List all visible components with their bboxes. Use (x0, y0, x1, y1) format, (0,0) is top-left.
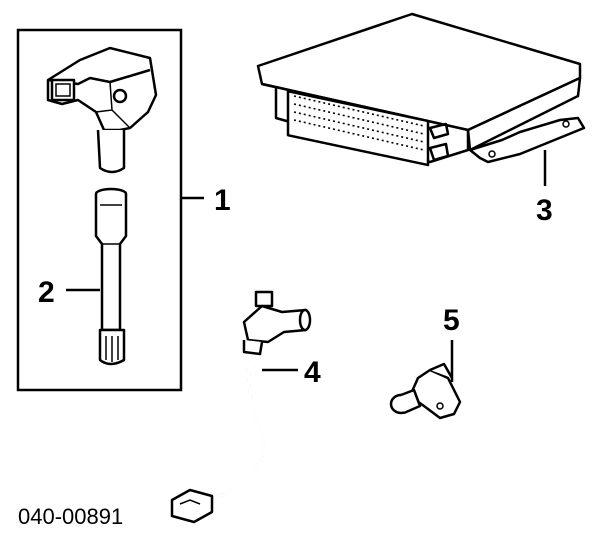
control-unit (256, 12, 586, 167)
document-number: 040-00891 (18, 504, 123, 529)
callout-3: 3 (536, 194, 553, 227)
callout-1: 1 (214, 184, 231, 217)
spark-plug-connector (94, 187, 128, 366)
connector-pins (293, 95, 425, 151)
position-sensor-with-cable (170, 290, 312, 524)
callout-4: 4 (304, 356, 321, 389)
group-box (16, 28, 183, 392)
sensor (389, 362, 462, 420)
callout-5: 5 (443, 304, 460, 337)
ignition-coil (46, 46, 158, 174)
callout-2: 2 (38, 276, 55, 309)
